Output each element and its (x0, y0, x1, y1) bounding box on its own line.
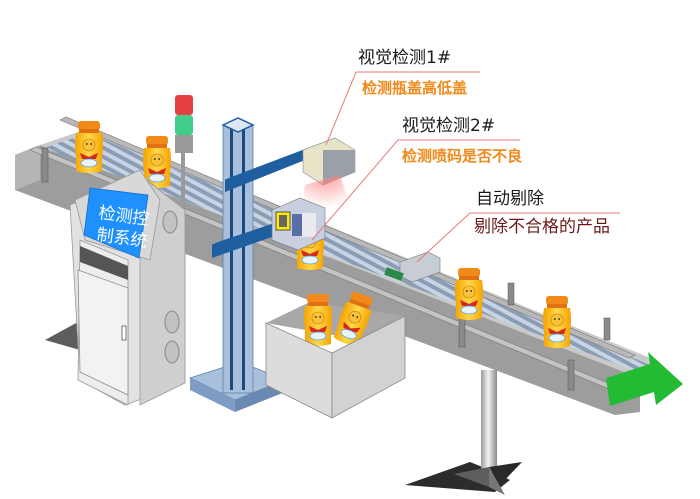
station-title: 视觉检测1# (358, 48, 451, 68)
reject-pusher (384, 251, 441, 283)
leader-lines (311, 71, 620, 263)
control-cabinet: 检测控 制系统 (69, 169, 186, 406)
flow-direction-arrow (606, 352, 683, 406)
vision-gantry (188, 117, 331, 412)
station-vision-1: 视觉检测1# 检测瓶盖高低盖 (358, 48, 467, 97)
guide-rail-back (59, 116, 636, 359)
camera-1 (300, 137, 356, 215)
station-title: 视觉检测2# (402, 116, 495, 136)
station-description: 检测瓶盖高低盖 (362, 79, 467, 97)
cabinet-shadow (45, 322, 80, 350)
cabinet-door (77, 269, 129, 396)
station-description: 检测喷码是否不良 (402, 147, 522, 165)
bottle (542, 295, 572, 349)
station-description: 剔除不合格的产品 (474, 217, 610, 237)
reject-bin (265, 289, 406, 419)
support-leg (454, 370, 522, 495)
bottle (74, 120, 104, 174)
rail-posts (41, 147, 611, 391)
conveyor-rollers (44, 133, 650, 372)
bottle (454, 267, 484, 321)
signal-tower (175, 95, 193, 220)
red-light-icon (175, 95, 193, 115)
control-screen (83, 187, 149, 259)
station-auto-reject: 自动剔除 剔除不合格的产品 (474, 189, 610, 237)
station-vision-2: 视觉检测2# 检测喷码是否不良 (402, 116, 522, 165)
door-handle (121, 325, 127, 341)
green-light-icon (175, 115, 193, 135)
station-title: 自动剔除 (476, 189, 544, 209)
camera-2 (271, 197, 326, 251)
